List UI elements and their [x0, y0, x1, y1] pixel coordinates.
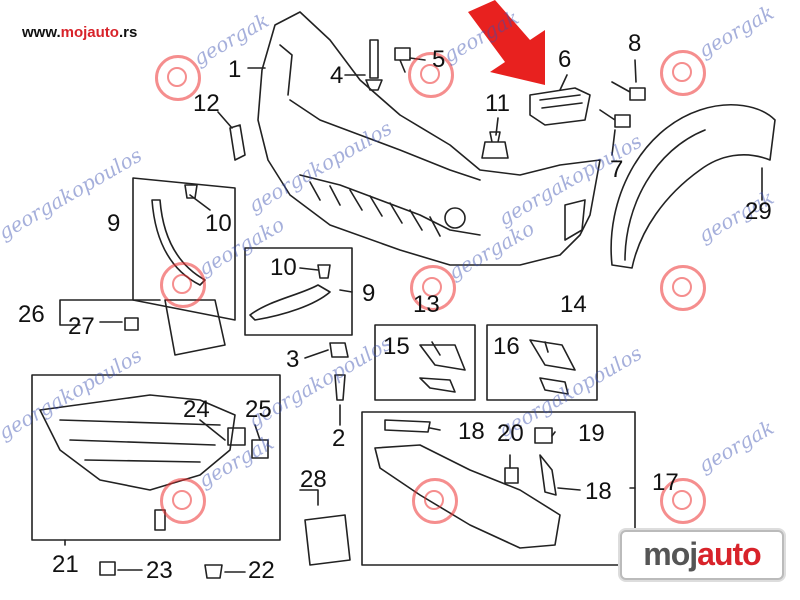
clip-22	[204, 564, 223, 579]
bumper-grille-upper	[289, 99, 481, 181]
bolt-27	[124, 317, 139, 331]
bumper-side-edge	[279, 44, 293, 96]
bumper-grille-slats	[309, 181, 441, 237]
clip-4	[365, 39, 383, 91]
screw-7	[599, 109, 631, 128]
trim-18-upper	[384, 419, 431, 433]
callout-4: 4	[330, 62, 344, 89]
callout-10-left: 10	[205, 210, 232, 237]
molding-16	[529, 339, 576, 395]
callout-6: 6	[558, 46, 572, 73]
watermark-seal	[160, 478, 206, 524]
clip-2	[334, 374, 346, 401]
callout-18-upper: 18	[458, 418, 485, 445]
callout-15: 15	[383, 333, 410, 360]
group-box-9-left	[132, 177, 236, 321]
clip-19	[534, 427, 553, 444]
callout-22: 22	[248, 557, 275, 584]
bracket-6	[529, 87, 591, 126]
callout-23: 23	[146, 557, 173, 584]
clip-25	[251, 439, 269, 459]
bracket-9-right	[249, 284, 331, 321]
callout-16: 16	[493, 333, 520, 360]
mojauto-logo: mojauto	[620, 530, 784, 580]
watermark-seal	[412, 478, 458, 524]
callout-26: 26	[18, 301, 45, 328]
bolt-5	[394, 47, 411, 73]
highlight-arrow	[468, 0, 545, 85]
group-box-14	[486, 324, 598, 401]
watermark-seal	[410, 265, 456, 311]
clip-3	[329, 342, 349, 358]
fender-flare-29	[610, 104, 776, 269]
under-cover-21	[39, 394, 236, 491]
group-box-9-right	[244, 247, 353, 336]
leader-lines	[64, 57, 763, 573]
logo-part-b: auto	[697, 536, 762, 572]
callout-20: 20	[497, 420, 524, 447]
callout-18-lower: 18	[585, 478, 612, 505]
callout-12: 12	[193, 90, 220, 117]
callout-5: 5	[432, 46, 446, 73]
clip-11	[481, 131, 509, 159]
bumper-corner-detail	[564, 199, 586, 241]
callout-3: 3	[286, 346, 300, 373]
callout-14: 14	[560, 291, 587, 318]
trim-18-lower	[539, 454, 557, 496]
screw-8	[611, 81, 646, 101]
callout-27: 27	[68, 313, 95, 340]
bumper-cover	[257, 11, 601, 266]
clip-24	[227, 427, 246, 446]
site-url-suffix: .rs	[118, 24, 138, 41]
callout-25: 25	[245, 396, 272, 423]
callout-19: 19	[578, 420, 605, 447]
callout-9-right: 9	[362, 280, 376, 307]
logo-part-a: moj	[643, 536, 698, 572]
site-url-prefix: www.	[22, 24, 61, 41]
callout-7: 7	[610, 156, 624, 183]
group-box-21	[31, 374, 281, 541]
callout-10-right: 10	[270, 254, 297, 281]
callout-17: 17	[652, 469, 679, 496]
splash-guard-17	[374, 444, 561, 549]
bracket-12	[229, 124, 246, 161]
site-url-brand: mojauto	[60, 24, 119, 41]
watermark-seal	[660, 265, 706, 311]
callout-24: 24	[183, 396, 210, 423]
watermark-seal	[660, 478, 706, 524]
watermark-seal	[408, 52, 454, 98]
callout-28: 28	[300, 466, 327, 493]
callout-29: 29	[745, 198, 772, 225]
callout-21: 21	[52, 551, 79, 578]
clip-20	[504, 467, 519, 484]
callout-13: 13	[413, 291, 440, 318]
callout-1: 1	[228, 56, 242, 83]
group-box-13	[374, 324, 476, 401]
callout-8: 8	[628, 30, 642, 57]
molding-15	[419, 344, 466, 393]
callout-11: 11	[485, 90, 510, 117]
callout-2: 2	[332, 425, 346, 452]
fog-lamp-hole	[444, 207, 466, 229]
site-url[interactable]: www.mojauto.rs	[22, 24, 137, 41]
module-28	[304, 514, 351, 566]
bolt-23	[99, 561, 116, 576]
watermark-seal	[160, 262, 206, 308]
watermark-seal	[660, 50, 706, 96]
bumper-grille-lower	[299, 174, 481, 236]
watermark-seal	[155, 55, 201, 101]
clip-10-right	[317, 264, 331, 279]
callout-9-left: 9	[107, 210, 121, 237]
